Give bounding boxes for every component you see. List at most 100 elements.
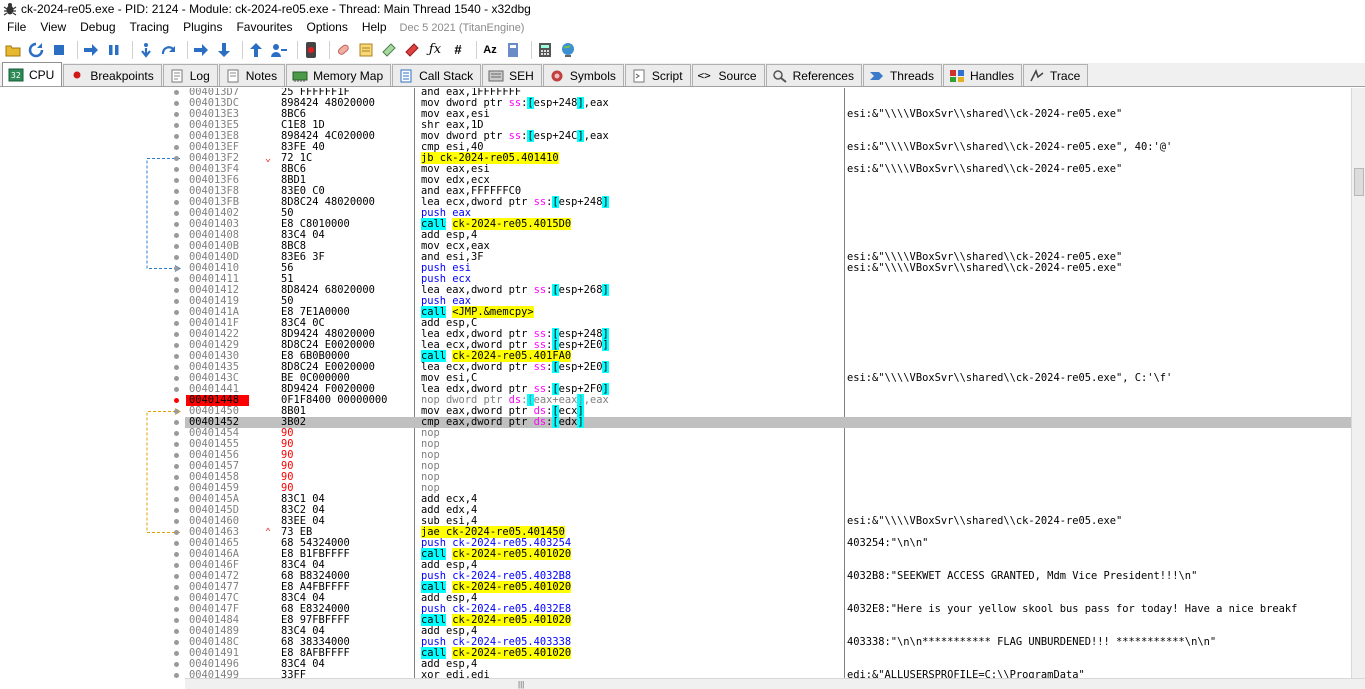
breakpoint-toggle-dot[interactable] bbox=[174, 244, 179, 249]
menu-favourites[interactable]: Favourites bbox=[236, 20, 293, 34]
breakpoint-toggle-dot[interactable] bbox=[174, 266, 179, 271]
animate-into-icon[interactable] bbox=[192, 41, 210, 59]
restart-icon[interactable] bbox=[27, 41, 45, 59]
breakpoint-toggle-dot[interactable] bbox=[174, 662, 179, 667]
label-icon[interactable] bbox=[380, 41, 398, 59]
tab-memory-map[interactable]: Memory Map bbox=[286, 64, 392, 86]
breakpoint-toggle-dot[interactable] bbox=[174, 574, 179, 579]
breakpoint-toggle-dot[interactable] bbox=[174, 112, 179, 117]
breakpoint-toggle-dot[interactable] bbox=[174, 332, 179, 337]
breakpoint-toggle-dot[interactable] bbox=[174, 618, 179, 623]
breakpoint-toggle-dot[interactable] bbox=[174, 299, 179, 304]
patch-icon[interactable] bbox=[334, 41, 352, 59]
breakpoint-toggle-dot[interactable] bbox=[174, 365, 179, 370]
menu-file[interactable]: File bbox=[7, 20, 27, 34]
breakpoint-toggle-dot[interactable] bbox=[174, 596, 179, 601]
vertical-scrollbar[interactable] bbox=[1351, 88, 1365, 678]
breakpoint-toggle-dot[interactable] bbox=[174, 519, 179, 524]
breakpoint-toggle-dot[interactable] bbox=[174, 431, 179, 436]
breakpoint-toggle-dot[interactable] bbox=[174, 497, 179, 502]
menu-view[interactable]: View bbox=[40, 20, 67, 34]
hash-icon[interactable]: # bbox=[454, 41, 462, 57]
breakpoint-toggle-dot[interactable] bbox=[174, 486, 179, 491]
tab-seh[interactable]: SEH bbox=[482, 64, 542, 86]
breakpoint-toggle-dot[interactable] bbox=[174, 200, 179, 205]
calculator-user-icon[interactable] bbox=[504, 41, 522, 59]
tab-script[interactable]: Script bbox=[624, 64, 691, 86]
breakpoint-toggle-dot[interactable] bbox=[174, 145, 179, 150]
execute-till-return-icon[interactable] bbox=[247, 41, 265, 59]
breakpoint-toggle-dot[interactable] bbox=[174, 167, 179, 172]
breakpoint-toggle-dot[interactable] bbox=[174, 343, 179, 348]
tab-cpu[interactable]: 32 CPU bbox=[2, 62, 63, 86]
breakpoint-toggle-dot[interactable] bbox=[174, 673, 179, 678]
breakpoint-toggle-dot[interactable] bbox=[174, 222, 179, 227]
globe-icon[interactable] bbox=[559, 41, 577, 59]
breakpoint-toggle-dot[interactable] bbox=[174, 387, 179, 392]
breakpoint-toggle-dot[interactable] bbox=[174, 530, 179, 535]
breakpoint-toggle-dot[interactable] bbox=[174, 563, 179, 568]
breakpoint-toggle-dot[interactable] bbox=[174, 288, 179, 293]
bookmark-icon[interactable] bbox=[403, 41, 421, 59]
menu-debug[interactable]: Debug bbox=[80, 20, 116, 34]
font-icon[interactable]: Aᴢ bbox=[483, 43, 497, 56]
breakpoint-toggle-dot[interactable] bbox=[174, 442, 179, 447]
breakpoint-toggle-dot[interactable] bbox=[174, 277, 179, 282]
menu-plugins[interactable]: Plugins bbox=[183, 20, 223, 34]
tab-call-stack[interactable]: Call Stack bbox=[392, 64, 482, 86]
breakpoint-toggle-dot[interactable] bbox=[174, 376, 179, 381]
breakpoint-toggle-dot[interactable] bbox=[174, 178, 179, 183]
breakpoint-toggle-dot[interactable] bbox=[174, 123, 179, 128]
breakpoint-toggle-dot[interactable] bbox=[174, 640, 179, 645]
run-to-party-icon[interactable] bbox=[270, 41, 288, 59]
breakpoint-toggle-dot[interactable] bbox=[174, 409, 179, 414]
run-icon[interactable] bbox=[82, 41, 100, 59]
breakpoint-toggle-dot[interactable] bbox=[174, 310, 179, 315]
breakpoint-toggle-dot[interactable] bbox=[174, 101, 179, 106]
breakpoint-toggle-dot[interactable] bbox=[174, 255, 179, 260]
comment-icon[interactable] bbox=[357, 41, 375, 59]
breakpoint-toggle-dot[interactable] bbox=[174, 398, 179, 403]
breakpoint-toggle-dot[interactable] bbox=[174, 464, 179, 469]
horizontal-scrollbar[interactable]: ||| bbox=[185, 678, 1365, 689]
breakpoint-toggle-dot[interactable] bbox=[174, 189, 179, 194]
breakpoint-toggle-dot[interactable] bbox=[174, 508, 179, 513]
breakpoint-toggle-dot[interactable] bbox=[174, 420, 179, 425]
tab-breakpoints[interactable]: Breakpoints bbox=[63, 64, 162, 86]
pause-icon[interactable] bbox=[105, 41, 123, 59]
tab-handles[interactable]: Handles bbox=[942, 64, 1023, 86]
